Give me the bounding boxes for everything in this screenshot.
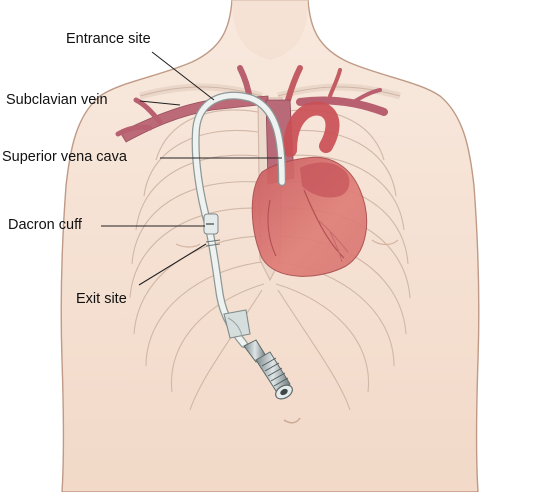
leader-entrance-site bbox=[151, 51, 215, 101]
label-dacron-cuff: Dacron cuff bbox=[8, 217, 82, 233]
leader-lines bbox=[101, 51, 282, 286]
leader-subclavian-vein bbox=[139, 100, 181, 106]
heart bbox=[251, 156, 368, 277]
label-exit-site: Exit site bbox=[76, 291, 127, 307]
exit-site bbox=[205, 239, 221, 247]
leader-exit-site bbox=[138, 243, 207, 286]
label-entrance-site: Entrance site bbox=[66, 31, 151, 47]
label-superior-vena-cava: Superior vena cava bbox=[2, 149, 127, 165]
catheter-clamp bbox=[223, 309, 251, 339]
label-subclavian-vein: Subclavian vein bbox=[6, 92, 108, 108]
